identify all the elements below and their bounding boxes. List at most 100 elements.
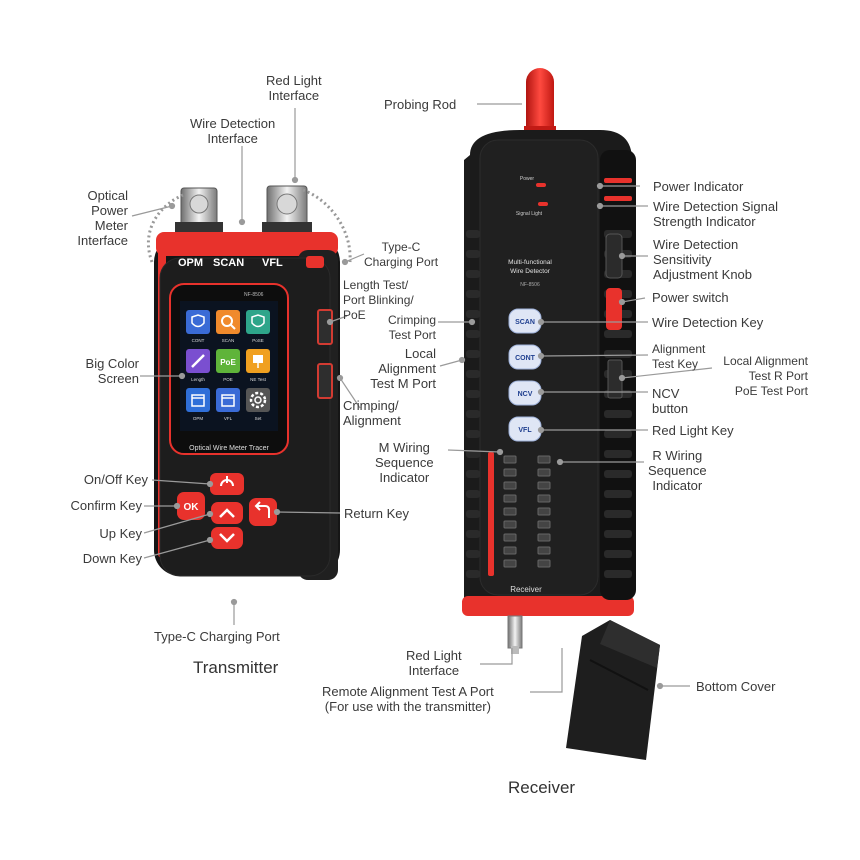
grip-rib	[604, 350, 632, 358]
screen-tile-label: NE Test	[250, 377, 266, 382]
rj45-port-upper	[317, 309, 333, 345]
label-line: (For use with the transmitter)	[324, 699, 491, 714]
screen-tile-pose[interactable]: PoSE	[246, 310, 270, 343]
label-line: PoE	[343, 308, 366, 322]
label-line: Strength Indicator	[653, 214, 756, 229]
brand-line: Optical Wire Meter Tracer	[189, 445, 269, 452]
label-m-wiring-indicator: M Wiring Sequence Indicator	[375, 440, 434, 485]
grip-rib	[466, 230, 480, 238]
calendar-icon	[191, 394, 205, 407]
m-wiring-led	[503, 468, 517, 477]
on-off-key[interactable]	[210, 473, 244, 495]
label-power-indicator: Power Indicator	[653, 179, 744, 194]
grip-rib	[466, 530, 480, 538]
r-wiring-led	[537, 533, 551, 542]
label-line: Meter	[94, 218, 128, 233]
label-line: Port Blinking/	[343, 293, 414, 307]
search-icon	[221, 315, 236, 330]
vfl-key-text: VFL	[518, 427, 532, 434]
port-label-scan: SCAN	[213, 257, 244, 269]
grip-rib	[466, 250, 480, 258]
label-line: Interface	[207, 131, 258, 146]
up-key[interactable]	[211, 502, 243, 524]
label-r-wiring-indicator: R Wiring Sequence Indicator	[648, 448, 707, 493]
label-line: Test Port	[388, 328, 436, 342]
receiver-ncv-key[interactable]: NCV	[508, 380, 542, 406]
label-line: Local	[404, 346, 436, 361]
label-line: Test R Port	[748, 369, 808, 383]
grip-rib	[466, 350, 480, 358]
label-local-alignment-r-port: Local Alignment Test R Port PoE Test Por…	[723, 354, 808, 399]
calendar-icon	[221, 394, 235, 407]
label-line: Optical	[87, 188, 128, 203]
screen-tile-vfl[interactable]: VFL	[216, 388, 240, 421]
label-line: PoE Test Port	[734, 384, 808, 398]
label-line: Wire Detection	[190, 116, 276, 131]
r-wiring-led	[537, 455, 551, 464]
receiver-bottom-text: Receiver	[510, 585, 542, 594]
down-key[interactable]	[211, 527, 243, 549]
label-red-light-key: Red Light Key	[652, 423, 734, 438]
r-wiring-led	[537, 481, 551, 490]
ruler-icon	[191, 354, 205, 368]
screen-tile-opm[interactable]: OPM	[186, 388, 210, 421]
label-line: Alignment	[378, 361, 436, 376]
grip-rib	[466, 430, 480, 438]
r-wiring-led	[537, 520, 551, 529]
label-length-test-port: Length Test/ Port Blinking/ PoE	[343, 278, 414, 323]
receiver-vfl-key[interactable]: VFL	[508, 416, 542, 442]
receiver-name-line-2: Wire Detector	[510, 268, 551, 275]
label-line: Power	[91, 203, 128, 218]
screen-tile-length[interactable]: Length	[186, 349, 210, 382]
label-bottom-cover: Bottom Cover	[696, 679, 776, 694]
receiver-scan-key[interactable]: SCAN	[508, 308, 542, 334]
grip-rib	[466, 510, 480, 518]
receiver-caption: Receiver	[508, 778, 576, 797]
power-icon	[220, 476, 234, 487]
screen-tile-scan[interactable]: SCAN	[216, 310, 240, 343]
screen-tile-cont[interactable]: CONT	[186, 310, 210, 343]
label-line: Indicator	[379, 470, 430, 485]
screen-tile-label: PoSE	[252, 338, 264, 343]
power-indicator-text: Power	[520, 176, 535, 182]
screen-tile-label: CONT	[192, 338, 205, 343]
chevron-up-icon	[219, 508, 235, 518]
grip-rib	[604, 530, 632, 538]
gear-icon	[249, 391, 267, 409]
label-line: NCV	[652, 386, 680, 401]
power-switch[interactable]	[606, 288, 622, 330]
grip-rib	[604, 490, 632, 498]
return-icon	[254, 501, 270, 518]
label-line: Interface	[408, 663, 460, 678]
r-wiring-led	[537, 546, 551, 555]
label-power-switch: Power switch	[652, 290, 729, 305]
label-wire-detection-key: Wire Detection Key	[652, 315, 764, 330]
screen-tile-ne-test[interactable]: NE Test	[246, 349, 270, 382]
side-charging-port	[306, 256, 324, 268]
label-line: Screen	[97, 371, 139, 386]
label-line: Sequence	[375, 455, 434, 470]
grip-rib	[604, 510, 632, 518]
label-confirm-key: Confirm Key	[70, 498, 142, 513]
m-wiring-led	[503, 455, 517, 464]
label-line: Remote Alignment Test A Port	[322, 684, 494, 699]
grip-rib	[466, 470, 480, 478]
label-line: Alignment	[343, 413, 401, 428]
grip-rib	[466, 310, 480, 318]
rj45-port-lower	[317, 363, 333, 399]
label-line: Test Key	[652, 357, 699, 371]
label-return-key: Return Key	[344, 506, 410, 521]
grip-rib	[466, 410, 480, 418]
grip-rib	[604, 330, 632, 338]
return-key[interactable]	[249, 498, 277, 526]
m-wiring-led	[503, 533, 517, 542]
confirm-key[interactable]: OK	[177, 492, 205, 520]
receiver-cont-key[interactable]: CONT	[508, 344, 542, 370]
power-indicator-light	[536, 183, 546, 187]
label-line: button	[652, 401, 689, 416]
grip-rib	[466, 330, 480, 338]
cont-key-text: CONT	[515, 355, 536, 362]
screen-tile-set[interactable]: Set	[246, 388, 270, 421]
